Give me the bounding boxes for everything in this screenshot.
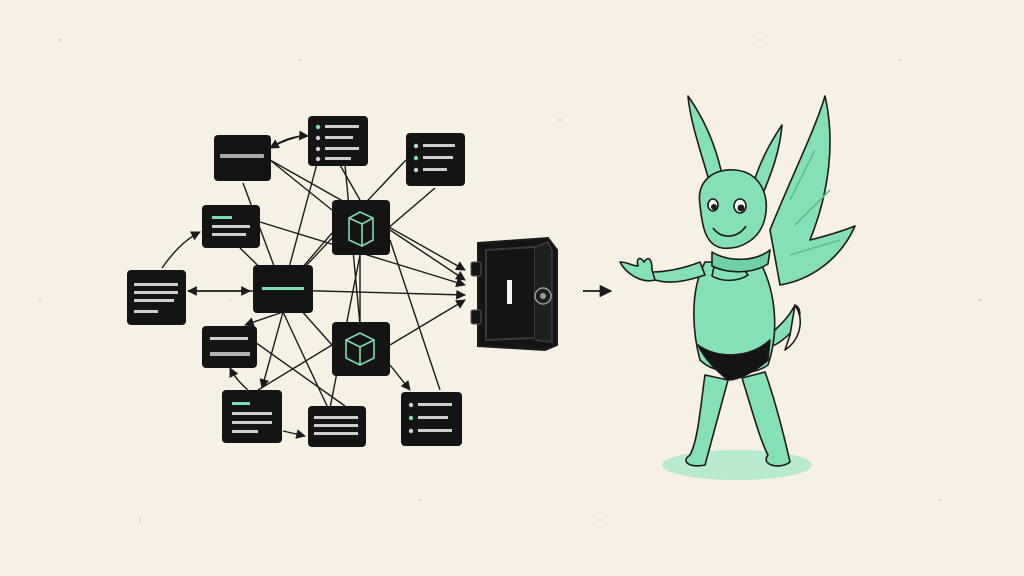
winged-creature-icon — [619, 95, 856, 480]
connector — [244, 311, 284, 327]
cube-icon — [345, 332, 375, 366]
card-11 — [308, 406, 366, 447]
connector — [269, 134, 307, 149]
connector — [251, 339, 346, 407]
card-5 — [127, 270, 186, 325]
card-1 — [214, 135, 271, 181]
card-2 — [308, 116, 368, 166]
card-6-hub — [253, 265, 313, 313]
connector — [269, 130, 309, 149]
connector — [339, 164, 361, 201]
card-8 — [202, 326, 257, 368]
connector — [257, 344, 333, 391]
card-3 — [406, 133, 465, 186]
connector — [282, 311, 329, 409]
connector — [282, 289, 466, 300]
connector — [229, 367, 249, 391]
card-7-cube — [332, 200, 390, 255]
connector — [161, 231, 201, 269]
connector — [389, 299, 466, 346]
connector — [259, 311, 284, 389]
connector — [269, 159, 333, 211]
card-10 — [222, 390, 282, 443]
paper-texture — [39, 38, 982, 521]
safe-icon — [470, 236, 558, 352]
card-9-cube — [332, 322, 390, 376]
card-4 — [202, 205, 260, 248]
cube-icon — [348, 211, 374, 247]
connector — [282, 429, 306, 439]
connector — [389, 364, 411, 391]
card-12 — [401, 392, 462, 446]
connector — [389, 239, 441, 391]
connector — [389, 229, 466, 281]
